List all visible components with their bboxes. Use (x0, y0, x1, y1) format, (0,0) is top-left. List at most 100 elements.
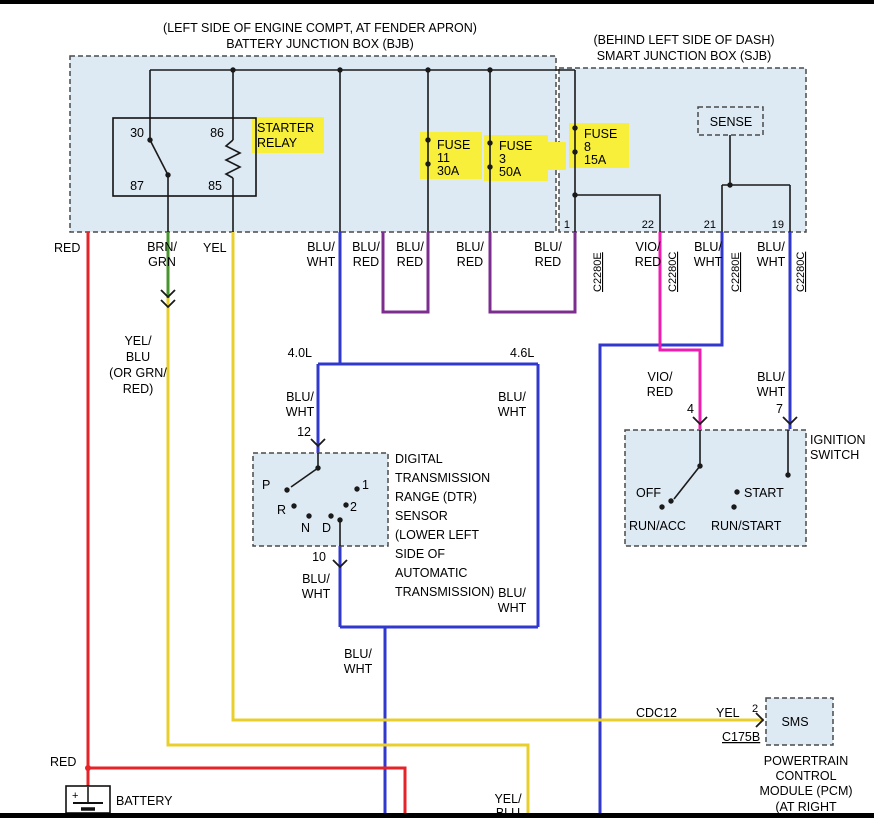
dtr-position-1: 1 (362, 478, 369, 492)
pcm-pin2-label: 2 (752, 703, 758, 715)
dtr-contact-dot (354, 486, 360, 492)
dtr-note: SENSOR (395, 509, 448, 523)
dtr-pivot-dot (315, 465, 321, 471)
fuse8-rating: 15A (584, 153, 607, 167)
dtr-contact-dot (291, 503, 297, 509)
ignition-start-label: START (744, 486, 784, 500)
ignition-contact-dot (731, 504, 737, 510)
dtr-note: TRANSMISSION (395, 471, 490, 485)
sjb-pin21-label: 21 (704, 219, 716, 231)
junction-dot (425, 67, 431, 73)
junction-dot (230, 67, 236, 73)
dtr-note: DIGITAL (395, 452, 443, 466)
ignition-pin4-connector-icon (692, 416, 708, 426)
wire-label-blu-wht: BLU/ (757, 370, 785, 384)
ignition-contact-dot (785, 472, 791, 478)
dtr-note: TRANSMISSION) (395, 585, 494, 599)
wire-blu-red-loop1 (381, 232, 430, 314)
wire-label-yel: YEL (203, 241, 227, 255)
starter-relay-label: RELAY (257, 136, 298, 150)
ignition-off-label: OFF (636, 486, 661, 500)
dtr-position-r: R (277, 503, 286, 517)
battery-label: BATTERY (116, 794, 173, 808)
wire-label-blu-wht: BLU/ (302, 572, 330, 586)
highlight-smear (546, 142, 566, 170)
wire-label-blu-wht: WHT (498, 405, 527, 419)
wire-label-vio-red: VIO/ (647, 370, 673, 384)
starter-relay-label: STARTER (257, 121, 314, 135)
dtr-pin10-connector-icon (332, 559, 348, 569)
wire-label-brn-grn: GRN (148, 255, 176, 269)
relay-contact-dot (165, 172, 171, 178)
wire-label-yel-blu-alt: BLU (126, 350, 150, 364)
fuse-terminal-dot (572, 149, 578, 155)
wire-label-blu-red: BLU/ (352, 240, 380, 254)
ignition-run-acc-label: RUN/ACC (629, 519, 686, 533)
wire-label-blu-wht: BLU/ (694, 240, 722, 254)
dtr-pin12-label: 12 (297, 425, 311, 439)
dtr-sensor: P R N D 2 1 12 10 DIGITAL TRANSMISSION R… (252, 425, 494, 599)
wire-vio-red (658, 232, 702, 429)
inline-connector-icon (160, 289, 176, 299)
ignition-pin7-label: 7 (776, 402, 783, 416)
ignition-pin4-label: 4 (687, 402, 694, 416)
connector-label-c2280e: C2280E (730, 252, 742, 292)
wire-yel-blu (166, 298, 530, 814)
wire-label-blu-wht: WHT (344, 662, 373, 676)
wire-red-battery (86, 232, 407, 814)
ignition-contact-dot (734, 489, 740, 495)
ignition-run-start-label: RUN/START (711, 519, 782, 533)
engine-4-0l-label: 4.0L (288, 346, 312, 360)
external-wires (85, 232, 792, 814)
wire-label-blu-wht: BLU/ (498, 390, 526, 404)
engine-4-6l-label: 4.6L (510, 346, 534, 360)
wire-label-blu-red: BLU/ (456, 240, 484, 254)
pcm: SMS CDC12 YEL 2 C175B POWERTRAIN CONTROL… (636, 697, 853, 814)
dtr-position-n: N (301, 521, 310, 535)
fuse3-number: 3 (499, 152, 506, 166)
pcm-wire-color-label: YEL (716, 706, 740, 720)
page-top-border (0, 0, 874, 4)
relay-pin87-label: 87 (130, 179, 144, 193)
sjb-internal-wiring: FUSE 8 15A SENSE 1 22 21 19 C2280E C2280… (564, 106, 807, 292)
battery-plus-label: + (72, 790, 78, 802)
fuse-terminal-dot (572, 125, 578, 131)
wire-label-blu-red: BLU/ (534, 240, 562, 254)
inline-connector-icon (160, 299, 176, 309)
junction-dot (572, 192, 578, 198)
junction-dot (727, 182, 733, 188)
dtr-note: AUTOMATIC (395, 566, 467, 580)
fuse-terminal-dot (425, 137, 431, 143)
pcm-note: (AT RIGHT (775, 800, 837, 814)
ignition-contact-dot (659, 504, 665, 510)
bjb-internal-wiring: 30 86 87 85 STARTER RELAY FUSE 11 30A FU… (112, 67, 576, 232)
highlight-fuse3 (484, 135, 548, 181)
junction-dot (85, 765, 91, 771)
wire-label-red: RED (54, 241, 80, 255)
wire-label-vio-red: VIO/ (635, 240, 661, 254)
wire-blu-red-loop2 (488, 232, 577, 314)
junction-dot (487, 67, 493, 73)
ignition-pivot-dot (697, 463, 703, 469)
wire-label-yel-blu-alt: (OR GRN/ (109, 366, 167, 380)
fuse8-label: FUSE (584, 127, 617, 141)
ignition-pin7-connector-icon (782, 416, 798, 426)
wire-label-blu-wht: WHT (302, 587, 331, 601)
wire-label-blu-wht: BLU/ (307, 240, 335, 254)
sjb-pin19-label: 19 (772, 219, 784, 231)
wire-label-blu-red: RED (535, 255, 561, 269)
starter-relay-box (112, 117, 257, 197)
dtr-switch-arm (290, 467, 319, 488)
fuse-terminal-dot (487, 164, 493, 170)
dtr-contact-dot (337, 517, 343, 523)
wire-label-blu-wht: BLU/ (498, 586, 526, 600)
wire-label-yel-blu-alt: RED) (123, 382, 154, 396)
fuse-terminal-dot (487, 140, 493, 146)
relay-contact-dot (147, 137, 153, 143)
wire-label-blu-red: BLU/ (396, 240, 424, 254)
wire-label-blu-wht: WHT (694, 255, 723, 269)
pcm-connector-label: C175B (722, 730, 760, 744)
wire-label-blu-red: RED (457, 255, 483, 269)
wire-yel-relay-to-pcm (231, 232, 764, 722)
